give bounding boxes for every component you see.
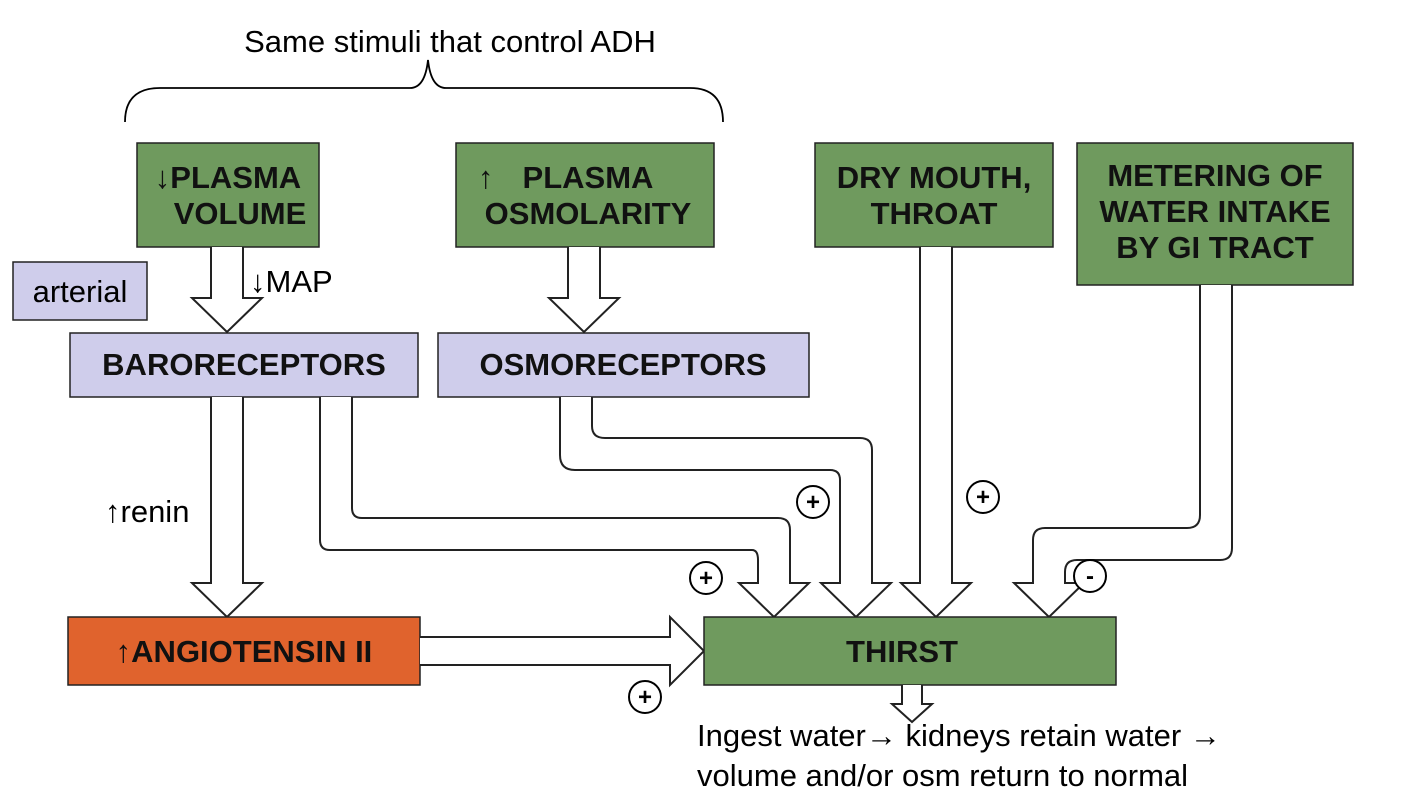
box-angiotensin-ii: ↑ANGIOTENSIN II xyxy=(67,616,421,686)
sign-dry-mouth-positive: + xyxy=(966,480,1000,514)
arrow-baroreceptors-to-angiotensin xyxy=(189,397,265,619)
arrow-osmolarity-to-osmoreceptors xyxy=(546,247,622,334)
svg-text:+: + xyxy=(638,684,652,711)
svg-text:THIRST: THIRST xyxy=(846,634,958,669)
box-dry-mouth-throat: DRY MOUTH, THROAT xyxy=(814,142,1054,248)
arrow-thirst-outcome xyxy=(889,685,935,724)
svg-text:-: - xyxy=(1086,563,1094,590)
box-osmoreceptors: OSMORECEPTORS xyxy=(437,332,810,398)
box-thirst: THIRST xyxy=(703,616,1117,686)
clipped-heading xyxy=(560,0,860,6)
curly-brace xyxy=(124,59,724,123)
sign-baro-positive: + xyxy=(689,561,723,595)
svg-text:+: + xyxy=(806,489,820,516)
label-arterial: arterial xyxy=(12,261,148,321)
outcome-line-2: volume and/or osm return to normal xyxy=(697,758,1188,793)
svg-text:+: + xyxy=(699,565,713,592)
arrow-dry-mouth-to-thirst xyxy=(898,247,974,619)
sign-metering-negative: - xyxy=(1073,559,1107,593)
sign-angiotensin-positive: + xyxy=(628,680,662,714)
svg-text:arterial: arterial xyxy=(33,274,128,309)
box-baroreceptors: BARORECEPTORS xyxy=(69,332,419,398)
svg-text:OSMORECEPTORS: OSMORECEPTORS xyxy=(479,347,766,382)
arrow-angiotensin-to-thirst xyxy=(420,614,706,688)
svg-text:↑ANGIOTENSIN II: ↑ANGIOTENSIN II xyxy=(116,634,373,669)
caption-same-stimuli: Same stimuli that control ADH xyxy=(244,24,656,59)
box-plasma-osmolarity: ↑ PLASMA OSMOLARITY xyxy=(455,142,715,248)
label-increased-renin: ↑renin xyxy=(105,494,189,529)
label-decreased-map: ↓MAP xyxy=(250,264,333,299)
arrow-osmoreceptors-to-thirst xyxy=(559,397,894,619)
svg-text:DRY MOUTH,: DRY MOUTH, xyxy=(837,160,1032,195)
svg-text:PLASMA: PLASMA xyxy=(523,160,654,195)
svg-text:THROAT: THROAT xyxy=(871,196,998,231)
svg-text:+: + xyxy=(976,484,990,511)
svg-text:VOLUME: VOLUME xyxy=(174,196,307,231)
sign-osmo-positive: + xyxy=(796,485,830,519)
box-plasma-volume: ↓PLASMA VOLUME xyxy=(136,142,320,248)
box-metering-water-intake: METERING OF WATER INTAKE BY GI TRACT xyxy=(1076,142,1354,286)
svg-text:WATER INTAKE: WATER INTAKE xyxy=(1099,194,1330,229)
outcome-line-1: Ingest water→ kidneys retain water → xyxy=(697,718,1221,753)
arrow-metering-to-thirst xyxy=(1011,285,1233,619)
svg-text:METERING OF: METERING OF xyxy=(1107,158,1322,193)
svg-text:↑: ↑ xyxy=(478,160,494,195)
svg-text:BARORECEPTORS: BARORECEPTORS xyxy=(102,347,386,382)
svg-text:OSMOLARITY: OSMOLARITY xyxy=(485,196,692,231)
svg-text:↓PLASMA: ↓PLASMA xyxy=(155,160,301,195)
svg-text:BY GI TRACT: BY GI TRACT xyxy=(1116,230,1314,265)
arrow-volume-to-baroreceptors xyxy=(189,247,265,334)
